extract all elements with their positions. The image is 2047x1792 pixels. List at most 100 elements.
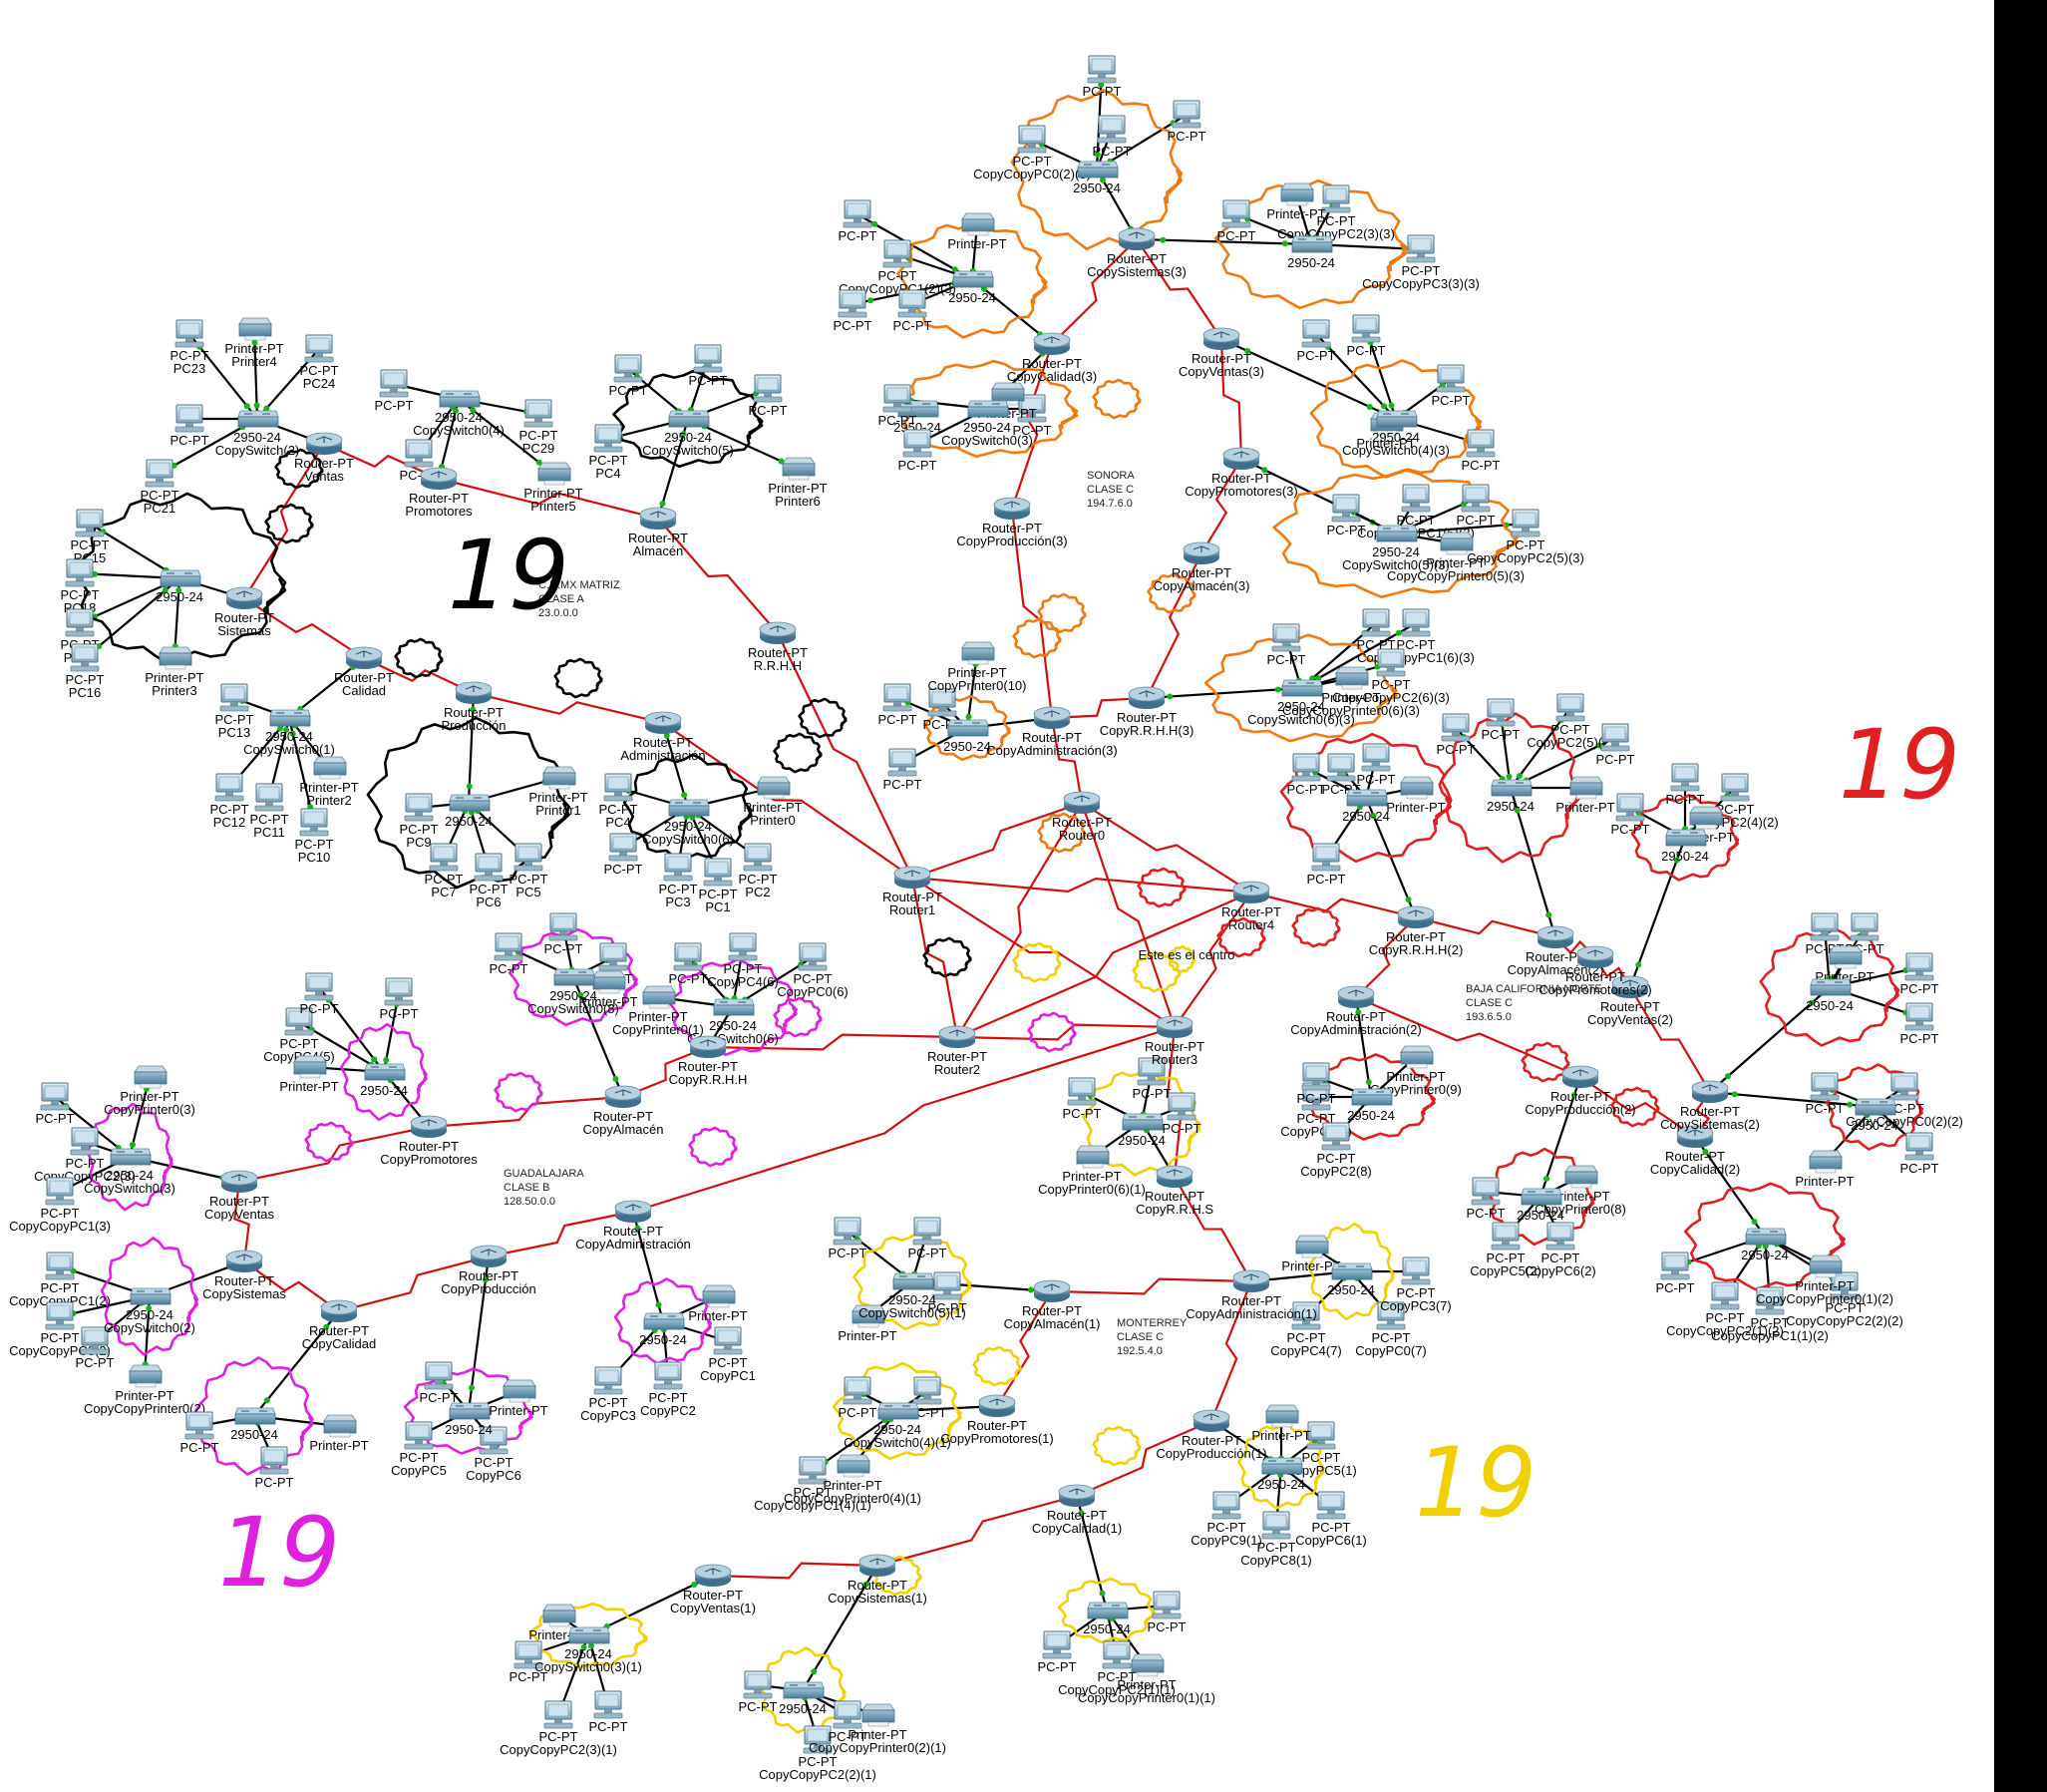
switch-unlabeled[interactable]: 2950-24 bbox=[1073, 161, 1121, 195]
pc-unlabeled[interactable]: PC-PT bbox=[883, 748, 922, 792]
switch-unlabeled[interactable]: 2950-24 bbox=[1342, 789, 1390, 824]
router-r-r-h-h[interactable]: Router-PTR.R.H.H bbox=[748, 621, 808, 673]
pc-unlabeled[interactable]: PC-PT bbox=[1656, 1252, 1695, 1295]
switch-unlabeled[interactable]: 2950-24 bbox=[1287, 235, 1335, 270]
pc-unlabeled[interactable]: PC-PT bbox=[609, 354, 648, 398]
pc-unlabeled[interactable]: PC-PT bbox=[1267, 623, 1306, 667]
pc-unlabeled[interactable]: PC-PT bbox=[1038, 1630, 1077, 1674]
switch-unlabeled[interactable]: 2950-24 bbox=[1517, 1188, 1564, 1223]
printer-unlabeled[interactable]: Printer-PT bbox=[1795, 1150, 1855, 1189]
pc-unlabeled[interactable]: PC-PT bbox=[1327, 494, 1366, 538]
pc-unlabeled[interactable]: PC-PT bbox=[420, 1361, 459, 1405]
printer-unlabeled[interactable]: Printer-PT bbox=[1251, 1404, 1311, 1443]
pc-unlabeled[interactable]: PC-PT bbox=[829, 1217, 867, 1260]
pc-unlabeled[interactable]: PC-PT bbox=[834, 289, 872, 333]
pc-unlabeled[interactable]: PC-PT bbox=[1596, 723, 1635, 767]
pc-unlabeled[interactable]: PC-PT bbox=[76, 1326, 115, 1370]
pc-unlabeled[interactable]: PC-PT bbox=[1357, 608, 1396, 652]
pc-unlabeled[interactable]: PC-PT bbox=[1611, 793, 1650, 837]
pc-unlabeled[interactable]: PC-PT bbox=[300, 972, 339, 1016]
pc-unlabeled[interactable]: PC-PT bbox=[1462, 429, 1501, 473]
pc-unlabeled[interactable]: PC-PT bbox=[839, 1376, 877, 1420]
pc-unlabeled[interactable]: PC-PT bbox=[739, 1670, 778, 1714]
switch-unlabeled[interactable]: 2950-24 bbox=[943, 719, 991, 754]
pc-unlabeled[interactable]: PC-PT bbox=[490, 932, 528, 976]
printer-unlabeled[interactable]: Printer-PT bbox=[309, 1414, 369, 1453]
pc-unlabeled[interactable]: PC-PT bbox=[1482, 698, 1521, 742]
printer-unlabeled[interactable]: Printer-PT bbox=[1555, 776, 1615, 815]
pc-unlabeled[interactable]: PC-PT bbox=[1432, 364, 1471, 408]
switch-unlabeled[interactable]: 2950-24 bbox=[230, 1407, 278, 1442]
pc-unlabeled[interactable]: PC-PT bbox=[36, 1082, 75, 1126]
pc-unlabeled[interactable]: PC-PT bbox=[878, 683, 917, 727]
pc-unlabeled[interactable]: PC-PT bbox=[898, 429, 937, 473]
pc-unlabeled[interactable]: PC-PT bbox=[604, 833, 643, 877]
pc-unlabeled[interactable]: PC-PT bbox=[255, 1446, 294, 1490]
pc-unlabeled[interactable]: PC-PT bbox=[1457, 484, 1496, 528]
pc-unlabeled[interactable]: PC-PT bbox=[180, 1411, 219, 1455]
switch-unlabeled[interactable]: 2950-24 bbox=[1347, 1088, 1395, 1123]
pc-unlabeled[interactable]: PC-PT bbox=[1297, 319, 1336, 363]
pc-unlabeled[interactable]: PC-PT bbox=[375, 369, 414, 413]
pc-unlabeled[interactable]: PC-PT bbox=[1297, 1062, 1336, 1106]
pc-unlabeled[interactable]: PC-PT bbox=[1437, 713, 1476, 757]
switch-unlabeled[interactable]: 2950-24 bbox=[360, 1063, 408, 1098]
pc-unlabeled[interactable]: PC-PT bbox=[1287, 753, 1326, 797]
switch-unlabeled[interactable]: 2950-24 bbox=[779, 1681, 827, 1716]
pc-unlabeled[interactable]: PC-PT bbox=[1093, 115, 1132, 159]
